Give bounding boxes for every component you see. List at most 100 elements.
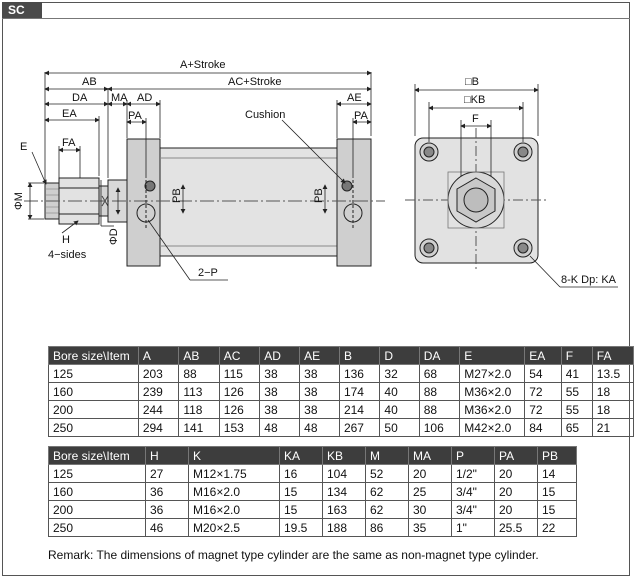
table-cell: 25 (408, 482, 452, 501)
table-cell: 88 (418, 400, 461, 419)
table-cell: 52 (365, 464, 409, 483)
table-cell: 62 (365, 500, 409, 519)
label-pb-left: PB (171, 188, 183, 203)
table-cell: 88 (178, 364, 220, 383)
column-header: AD (259, 346, 301, 365)
remark-note: Remark: The dimensions of magnet type cy… (48, 548, 539, 562)
label-cushion: Cushion (245, 109, 285, 121)
table-cell: 40 (379, 382, 420, 401)
label-ad: AD (137, 92, 152, 104)
table-cell: 14 (537, 464, 577, 483)
table-cell: 160 (48, 482, 146, 501)
table-cell: M36×2.0 (459, 382, 526, 401)
label-ae: AE (347, 92, 362, 104)
table-cell: 125 (48, 364, 139, 383)
table-cell: 203 (137, 364, 180, 383)
column-header: MA (408, 446, 452, 465)
table-cell: 18 (591, 400, 634, 419)
column-header: A (137, 346, 180, 365)
table-cell: 174 (338, 382, 381, 401)
column-header: EA (524, 346, 562, 365)
column-header: M (365, 446, 409, 465)
end-view (405, 128, 548, 272)
column-header: E (459, 346, 526, 365)
cylinder-drawing: A+Stroke AC+Stroke AB DA MA AD AE EA PA … (13, 59, 618, 288)
table-cell: 136 (338, 364, 381, 383)
table-cell: 50 (379, 418, 420, 437)
table-cell: 48 (259, 418, 301, 437)
table-cell: 36 (145, 500, 189, 519)
table-cell: 294 (137, 418, 180, 437)
column-header: AB (178, 346, 220, 365)
label-f: F (472, 113, 479, 125)
end-view-labels: □B □KB F 8-K Dp: KA (464, 76, 617, 286)
table-cell: 250 (48, 418, 139, 437)
table-cell: M36×2.0 (459, 400, 526, 419)
table-cell: 141 (178, 418, 220, 437)
table-cell: M16×2.0 (188, 500, 280, 519)
table-cell: 19.5 (279, 518, 323, 537)
table-cell: 15 (279, 482, 323, 501)
column-header: K (188, 446, 280, 465)
table-cell: 20 (494, 482, 538, 501)
label-pb-right: PB (313, 188, 325, 203)
side-view (24, 138, 385, 267)
table-cell: 104 (322, 464, 366, 483)
table-cell: 125 (48, 464, 146, 483)
table-cell: 72 (524, 382, 562, 401)
table-cell: 41 (560, 364, 593, 383)
table-cell: 214 (338, 400, 381, 419)
label-ma: MA (111, 92, 128, 104)
label-pa-left: PA (128, 110, 143, 122)
column-header: B (338, 346, 381, 365)
series-tag: SC (2, 2, 42, 19)
table-cell: 126 (218, 382, 261, 401)
label-four-sides: 4−sides (48, 249, 87, 261)
table-cell: M42×2.0 (459, 418, 526, 437)
dimension-lines (27, 70, 372, 281)
label-pa-right: PA (354, 110, 369, 122)
table-cell: 46 (145, 518, 189, 537)
table-cell: 38 (259, 364, 301, 383)
table-cell: 38 (299, 382, 340, 401)
table-cell: 27 (145, 464, 189, 483)
table-cell: 54 (524, 364, 562, 383)
table-cell: 84 (524, 418, 562, 437)
column-header: KA (279, 446, 323, 465)
column-header: DA (418, 346, 461, 365)
table-cell: 38 (299, 400, 340, 419)
table-cell: 1" (451, 518, 495, 537)
table-cell: 38 (259, 382, 301, 401)
table-cell: 3/4" (451, 482, 495, 501)
table-cell: M12×1.75 (188, 464, 280, 483)
column-header: AC (218, 346, 261, 365)
table-cell: 40 (379, 400, 420, 419)
column-header: PB (537, 446, 577, 465)
table-cell: 244 (137, 400, 180, 419)
table-cell: 35 (408, 518, 452, 537)
column-header: D (379, 346, 420, 365)
table-cell: 106 (418, 418, 461, 437)
table-cell: 15 (537, 482, 577, 501)
table-cell: 65 (560, 418, 593, 437)
column-header: PA (494, 446, 538, 465)
label-e: E (20, 141, 27, 153)
table-cell: 38 (299, 364, 340, 383)
table-cell: 72 (524, 400, 562, 419)
table-cell: 25.5 (494, 518, 538, 537)
label-box-kb: □KB (464, 94, 485, 106)
table-cell: 32 (379, 364, 420, 383)
table-cell: 239 (137, 382, 180, 401)
table-cell: 188 (322, 518, 366, 537)
table-cell: 36 (145, 482, 189, 501)
label-2p: 2−P (198, 267, 218, 279)
